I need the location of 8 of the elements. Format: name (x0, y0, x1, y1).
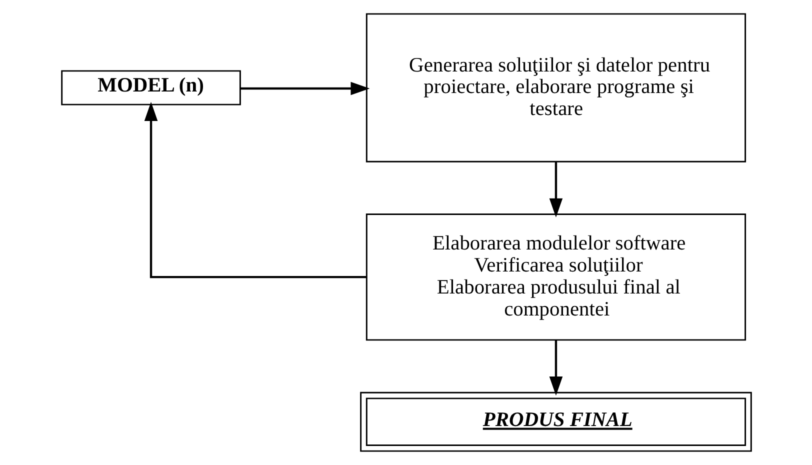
arrow (240, 82, 370, 96)
node-box: MODEL (n) (60, 70, 240, 106)
node-box: Generarea soluţiilor şi datelor pentru proiectare, elaborare programe şi testare (365, 13, 746, 162)
arrow (548, 340, 562, 396)
node-box: Elaborarea modulelor software Verificarea soluţiilor Elaborarea produsului final al componentei (365, 214, 746, 341)
node-box: PRODUS FINAL (360, 392, 752, 452)
arrow (144, 102, 366, 278)
arrow (548, 162, 562, 218)
